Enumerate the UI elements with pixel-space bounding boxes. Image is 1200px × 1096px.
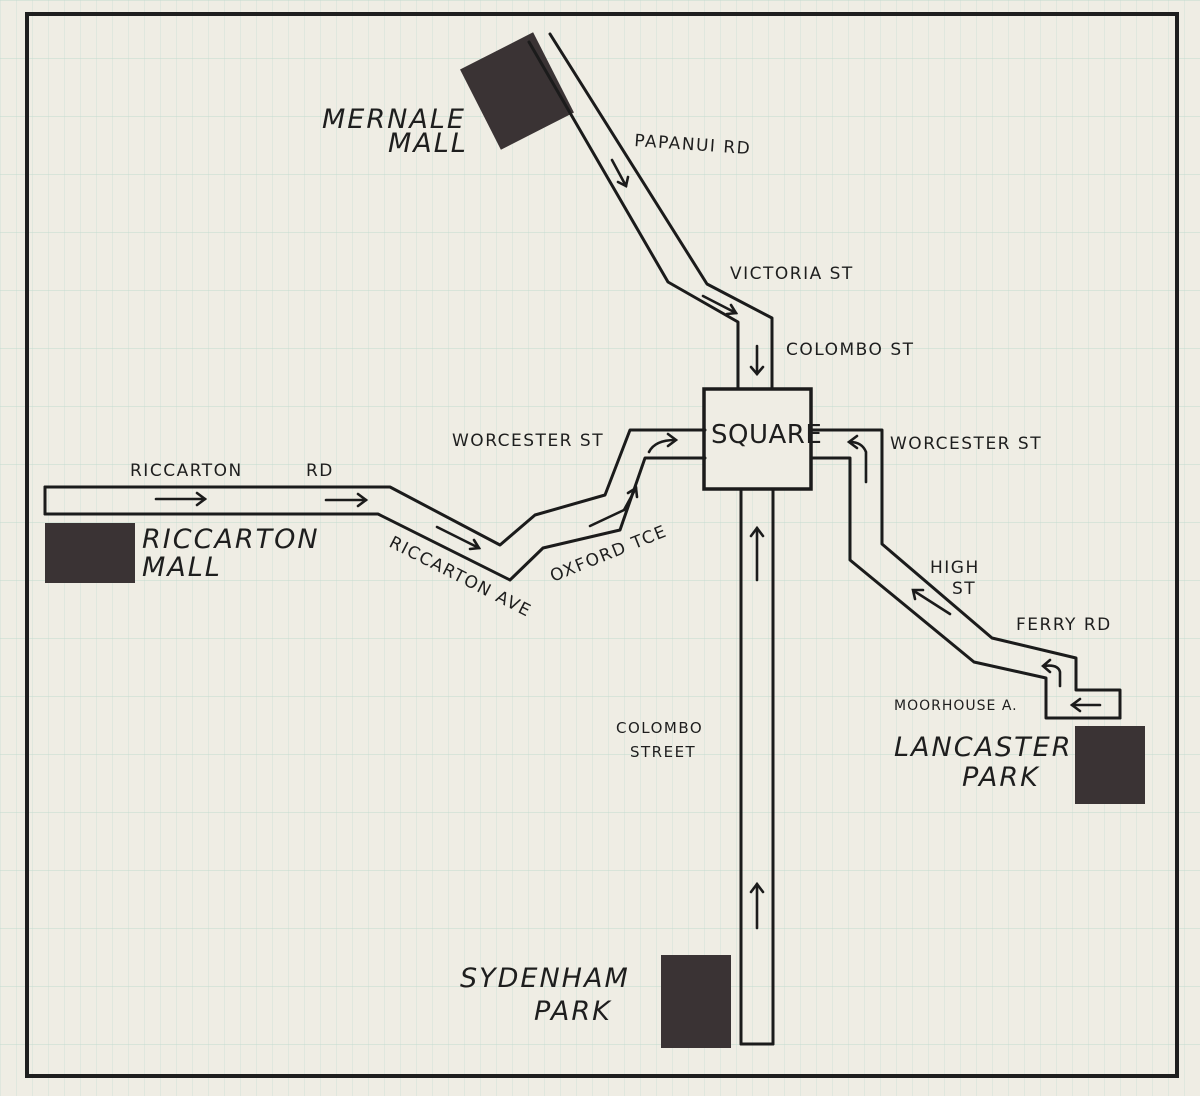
- label-high-line2: ST: [952, 579, 976, 599]
- road-papanui-victoria-west-edge: [527, 40, 740, 390]
- label-colombo-south-line2: STREET: [630, 743, 696, 761]
- arrow-worcester-east: [846, 434, 868, 484]
- road-riccarton-upper: [43, 428, 707, 547]
- arrow-riccarton-rd-1: [154, 491, 208, 507]
- label-high-line1: HIGH: [930, 558, 980, 578]
- label-mernale-line2: MALL: [388, 128, 468, 159]
- label-square: SQUARE: [711, 420, 822, 450]
- label-lancaster-line1: LANCASTER: [894, 732, 1072, 763]
- arrow-worcester-west: [647, 432, 679, 454]
- label-sydenham-line2: PARK: [534, 996, 612, 1027]
- label-colombo-north: COLOMBO ST: [786, 340, 915, 360]
- arrow-riccarton-rd-2: [324, 492, 369, 508]
- arrow-colombo-south-1: [749, 525, 765, 582]
- map-frame: [25, 12, 1179, 1078]
- label-worcester-west: WORCESTER ST: [452, 431, 604, 451]
- arrow-moorhouse: [1069, 697, 1102, 713]
- arrow-ferry: [1041, 658, 1062, 688]
- label-lancaster-line2: PARK: [962, 762, 1040, 793]
- arrow-colombo-north: [749, 344, 765, 376]
- arrow-colombo-south-2: [749, 881, 765, 930]
- road-worcester-east-lower: [809, 456, 1122, 720]
- mernale-mall-building: [460, 32, 574, 150]
- label-riccarton-rd-2: RD: [306, 461, 334, 481]
- arrow-high: [911, 588, 952, 616]
- label-moorhouse: MOORHOUSE A.: [894, 698, 1018, 714]
- road-riccarton-lower: [43, 456, 707, 582]
- arrow-oxford: [588, 485, 639, 528]
- lancaster-park-building: [1075, 726, 1145, 804]
- label-riccarton-mall-line1: RICCARTON: [142, 524, 320, 555]
- road-papanui-victoria: [548, 32, 774, 390]
- riccarton-mall-building: [45, 523, 135, 583]
- arrow-victoria: [701, 294, 739, 316]
- label-mernale-line1: MERNALE: [322, 104, 466, 135]
- arrow-papanui: [610, 158, 630, 188]
- label-colombo-south-line1: COLOMBO: [616, 719, 703, 737]
- square-box: [702, 387, 813, 491]
- label-riccarton-rd-1: RICCARTON: [130, 461, 243, 481]
- direction-arrows: [154, 158, 1102, 930]
- place-labels: MERNALE MALL RICCARTON MALL LANCASTER PA…: [142, 104, 1072, 1027]
- buildings: [45, 32, 1145, 1048]
- label-riccarton-mall-line2: MALL: [142, 552, 222, 583]
- label-sydenham-line1: SYDENHAM: [460, 963, 630, 994]
- label-ferry: FERRY RD: [1016, 615, 1112, 635]
- label-victoria: VICTORIA ST: [730, 264, 854, 284]
- label-worcester-east: WORCESTER ST: [890, 434, 1042, 454]
- arrow-riccarton-ave: [435, 525, 482, 551]
- road-worcester-east-upper: [809, 428, 1122, 720]
- sydenham-park-building: [661, 955, 731, 1048]
